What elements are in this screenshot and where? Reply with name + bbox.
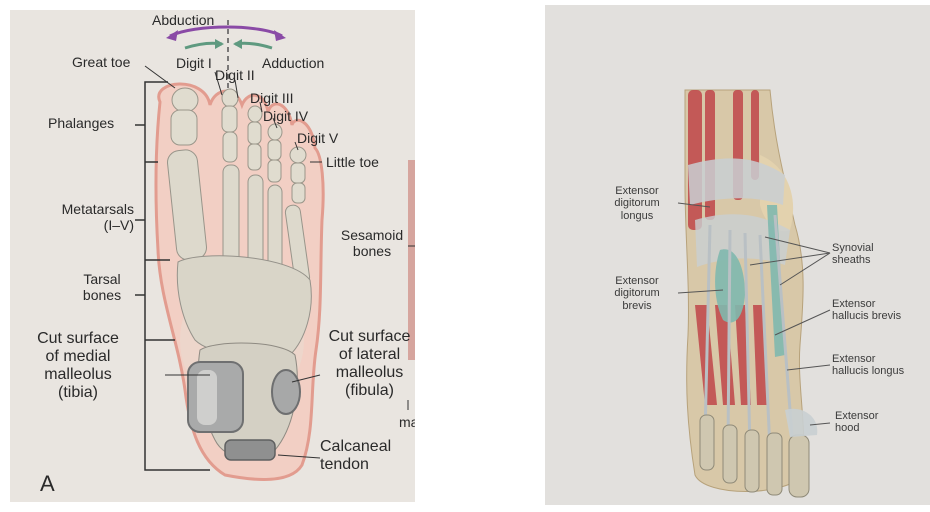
extensor-digitorum-longus-label: Extensor digitorum longus (597, 185, 677, 222)
tarsal-bones (177, 256, 311, 357)
adduction-label: Adduction (262, 56, 324, 72)
foot-skeleton-figure: Abduction Adduction Digit I Digit II Dig… (10, 10, 415, 502)
medial-malleolus-label: Cut surface of medial malleolus (tibia) (18, 330, 138, 402)
metatarsals-label: Metatarsals (I–V) (30, 202, 134, 233)
phalanges-label: Phalanges (48, 116, 114, 132)
digit-4-label: Digit IV (263, 109, 308, 125)
lateral-malleolus-cut-surface (272, 370, 300, 414)
digit-5-label: Digit V (297, 131, 338, 147)
foot-extensor-figure: Extensor digitorum longus Extensor digit… (545, 5, 930, 505)
calcaneal-tendon-cut (225, 440, 275, 460)
great-toe-label: Great toe (72, 55, 130, 71)
little-toe-label: Little toe (326, 155, 379, 171)
sesamoid-bones-label: Sesamoid bones (332, 228, 412, 259)
synovial-sheaths-label: Synovial sheaths (832, 242, 874, 267)
abduction-label: Abduction (152, 13, 214, 29)
panel-letter: A (40, 472, 55, 497)
extensor-hallucis-brevis-label: Extensor hallucis brevis (832, 298, 901, 323)
calcaneal-tendon-label: Calcaneal tendon (320, 438, 391, 474)
extensor-hood-label: Extensor hood (835, 410, 878, 435)
tarsal-bones-label: Tarsal bones (72, 272, 132, 303)
cropped-label-fragment: mal (399, 415, 415, 431)
digit-3-label: Digit III (250, 91, 294, 107)
digit-2-label: Digit II (215, 68, 255, 84)
extensor-hood (785, 409, 817, 437)
digit-1-label: Digit I (176, 56, 212, 72)
extensor-digitorum-brevis-label: Extensor digitorum brevis (597, 275, 677, 312)
lateral-malleolus-label: Cut surface of lateral malleolus (fibula… (322, 328, 415, 400)
extensor-hallucis-longus-label: Extensor hallucis longus (832, 353, 904, 378)
